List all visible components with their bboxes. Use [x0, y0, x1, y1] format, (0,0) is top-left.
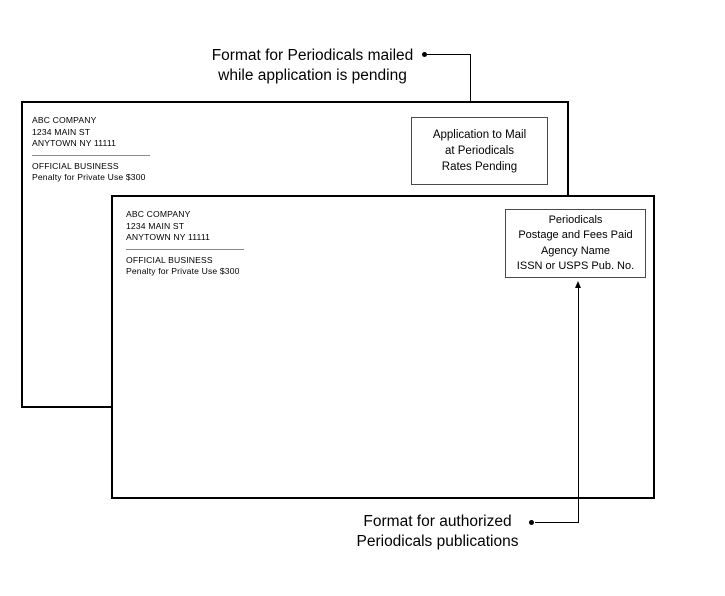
imprint-authorized-line-2: Postage and Fees Paid [518, 229, 633, 241]
address-street: 1234 MAIN ST [126, 220, 185, 231]
address-penalty-statement: Penalty for Private Use $300 [32, 172, 146, 183]
address-penalty-statement: Penalty for Private Use $300 [126, 266, 240, 277]
permit-imprint-pending: Application to Mail at Periodicals Rates… [411, 117, 548, 185]
callout-authorized-line-1: Format for authorized [363, 513, 512, 530]
leader-line-authorized-horizontal [535, 522, 579, 523]
address-official-business: OFFICIAL BUSINESS [32, 160, 119, 171]
callout-pending-line-2: while application is pending [218, 67, 407, 84]
return-address-authorized: ABC COMPANY 1234 MAIN ST ANYTOWN NY 1111… [126, 209, 244, 278]
leader-line-authorized-vertical [578, 288, 579, 522]
address-divider-rule [126, 248, 244, 250]
callout-label-authorized: Format for authorized Periodicals public… [350, 512, 525, 552]
leader-arrow-authorized [575, 281, 581, 288]
address-official-business: OFFICIAL BUSINESS [126, 254, 213, 265]
leader-line-pending-horizontal [427, 54, 471, 55]
address-divider-rule [32, 154, 150, 156]
imprint-pending-line-3: Rates Pending [441, 161, 518, 173]
leader-dot-authorized [529, 520, 534, 525]
address-city-state-zip: ANYTOWN NY 11111 [126, 232, 211, 243]
imprint-authorized-line-4: ISSN or USPS Pub. No. [516, 260, 635, 272]
leader-line-pending-vertical [470, 54, 471, 112]
address-street: 1234 MAIN ST [32, 126, 91, 137]
address-company: ABC COMPANY [126, 209, 191, 219]
callout-pending-line-1: Format for Periodicals mailed [211, 47, 414, 64]
address-city-state-zip: ANYTOWN NY 11111 [32, 138, 117, 149]
return-address-pending: ABC COMPANY 1234 MAIN ST ANYTOWN NY 1111… [32, 115, 150, 184]
leader-dot-pending [422, 52, 427, 57]
imprint-authorized-line-1: Periodicals [548, 213, 603, 226]
imprint-authorized-line-3: Agency Name [540, 244, 611, 257]
imprint-pending-line-2: at Periodicals [444, 145, 515, 157]
envelope-authorized: ABC COMPANY 1234 MAIN ST ANYTOWN NY 1111… [111, 195, 655, 499]
permit-imprint-authorized: Periodicals Postage and Fees Paid Agency… [505, 209, 646, 278]
callout-label-pending: Format for Periodicals mailed while appl… [200, 46, 425, 86]
callout-authorized-line-2: Periodicals publications [356, 533, 519, 550]
imprint-pending-line-1: Application to Mail [432, 129, 527, 141]
address-company: ABC COMPANY [32, 115, 97, 125]
